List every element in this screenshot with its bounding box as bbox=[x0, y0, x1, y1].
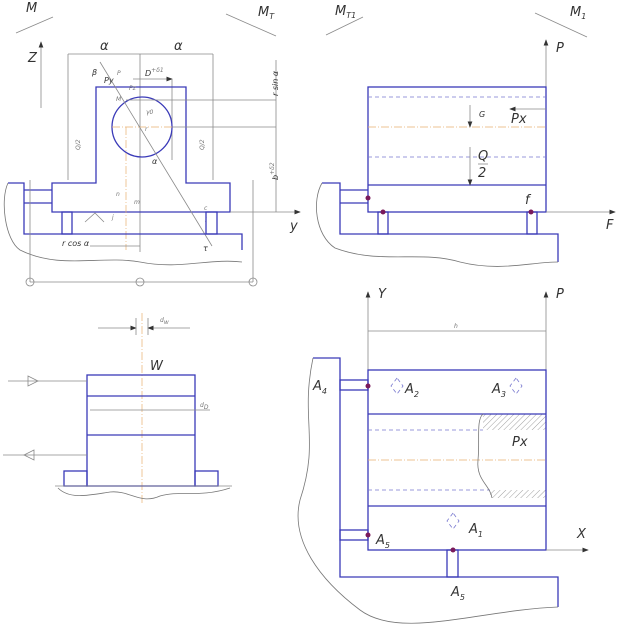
wheel-view: dw W dD bbox=[3, 313, 232, 505]
label-a3: A3 bbox=[491, 382, 506, 399]
moment-arrow-m bbox=[15, 16, 54, 34]
label-c: c bbox=[204, 205, 208, 212]
label-py: Py bbox=[104, 76, 114, 85]
workpiece-body bbox=[86, 374, 196, 487]
label-a1: A1 bbox=[468, 522, 483, 539]
label-j: j bbox=[111, 214, 114, 221]
label-tau: τ bbox=[203, 244, 208, 253]
label-a4: A4 bbox=[312, 379, 327, 396]
fixture-wall bbox=[313, 357, 559, 607]
label-q: Q bbox=[478, 149, 488, 164]
label-x-axis: X bbox=[576, 527, 587, 542]
force-line bbox=[99, 61, 213, 247]
label-px: Px bbox=[512, 435, 528, 450]
label-w: W bbox=[150, 359, 164, 374]
moment-arrow-mt bbox=[225, 13, 277, 37]
label-point-m: M bbox=[116, 96, 122, 103]
label-g: G bbox=[479, 110, 485, 119]
fixture-base bbox=[8, 182, 243, 250]
label-r-cos-a: r cos α bbox=[62, 239, 90, 248]
label-b: b+δ2 bbox=[269, 162, 280, 180]
label-q-right: Q/2 bbox=[199, 139, 206, 150]
label-q-left: Q/2 bbox=[75, 139, 82, 150]
part-body bbox=[367, 86, 547, 213]
label-m-small: m bbox=[134, 199, 140, 206]
label-mt1: MT1 bbox=[335, 4, 356, 20]
label-z: Z bbox=[27, 51, 38, 66]
bracket-body bbox=[51, 86, 231, 213]
label-n: n bbox=[116, 191, 120, 198]
label-beta: β bbox=[91, 68, 97, 77]
label-m: M bbox=[26, 1, 37, 16]
fixture-base bbox=[322, 182, 559, 262]
label-a5-left: A5 bbox=[375, 533, 390, 550]
label-alpha-right: α bbox=[174, 39, 183, 54]
label-d: D+δ1 bbox=[145, 67, 164, 78]
label-f: f bbox=[525, 193, 532, 208]
label-alpha-left: α bbox=[100, 39, 109, 54]
label-p: P bbox=[117, 70, 121, 77]
label-r-sin-a: r sin α bbox=[271, 70, 280, 96]
label-two: 2 bbox=[478, 166, 486, 181]
top-view: Y P h Px X A4 A2 A3 A1 A5 A5 bbox=[297, 287, 589, 624]
label-mt: MT bbox=[258, 5, 275, 21]
label-gamma0: γ0 bbox=[146, 109, 154, 116]
label-dd: dD bbox=[200, 402, 209, 411]
cross-section-view: M MT Z α α D+δ1 y r sin α b+δ2 β P Py Pz… bbox=[3, 1, 301, 287]
label-r: r bbox=[145, 126, 148, 133]
label-p: P bbox=[556, 41, 564, 56]
label-a2: A2 bbox=[404, 382, 419, 399]
label-m1: M1 bbox=[570, 5, 586, 21]
label-y-axis: Y bbox=[378, 287, 387, 302]
label-dw: dw bbox=[160, 317, 169, 326]
side-view: MT1 M1 P G Px Q 2 f F bbox=[316, 4, 616, 267]
label-y: y bbox=[289, 219, 298, 234]
label-a5-bottom: A5 bbox=[450, 585, 465, 602]
label-pz: Pz bbox=[129, 85, 137, 92]
label-force-f: F bbox=[606, 218, 614, 233]
label-alpha-small: α bbox=[152, 157, 158, 166]
label-p: P bbox=[556, 287, 564, 302]
label-px: Px bbox=[511, 112, 527, 127]
label-h: h bbox=[454, 323, 458, 330]
